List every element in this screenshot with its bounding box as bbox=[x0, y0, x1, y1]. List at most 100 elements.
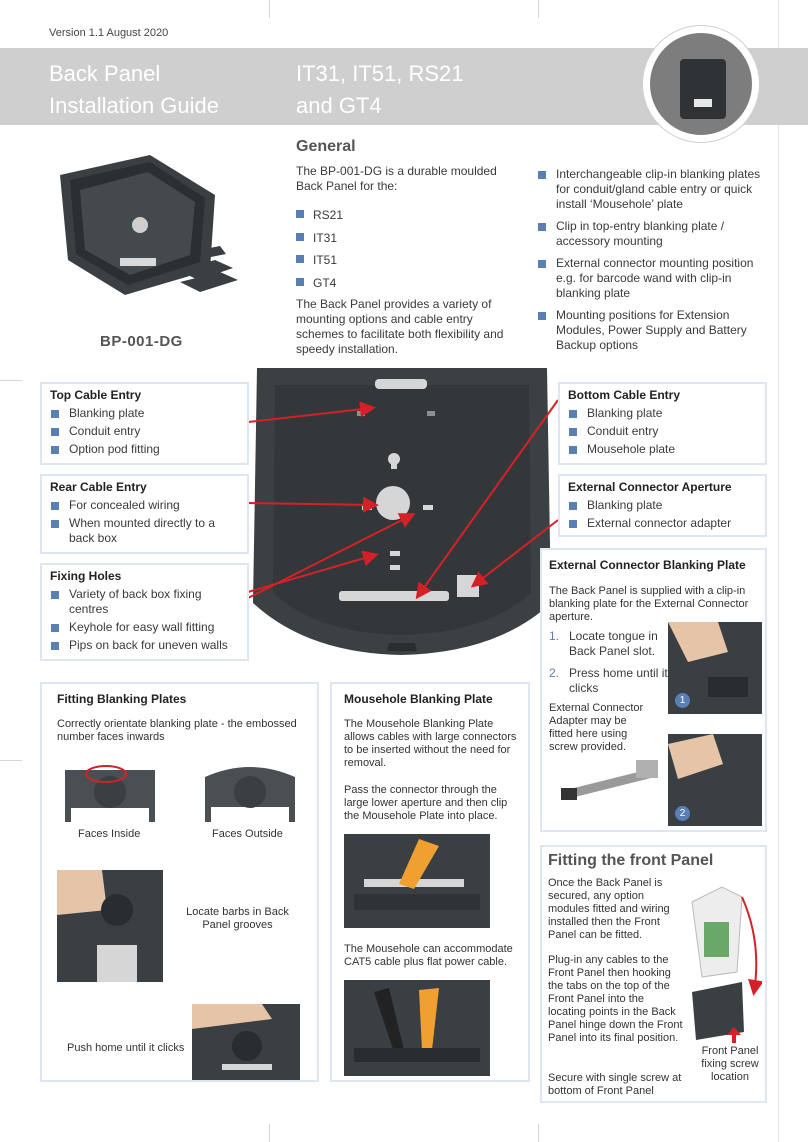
list-item: RS21 bbox=[296, 208, 343, 231]
model-label: GT4 bbox=[313, 275, 337, 290]
list-item: Variety of back box fixing centres bbox=[50, 587, 239, 617]
step-text: Press home until it clicks bbox=[569, 666, 668, 695]
faces-outside-label: Faces Outside bbox=[212, 828, 283, 840]
mousehole-para-3: The Mousehole can accommodate CAT5 cable… bbox=[344, 943, 513, 968]
external-connector-adapter-image bbox=[561, 760, 658, 800]
list-item: Mounting positions for Extension Modules… bbox=[537, 308, 765, 353]
list-item: GT4 bbox=[296, 276, 343, 299]
list-item: Mousehole plate bbox=[568, 442, 757, 457]
ext-adapter-note: External Connector Adapter may be fitted… bbox=[549, 702, 644, 753]
step-1: 1. Locate tongue in Back Panel slot. bbox=[549, 629, 669, 659]
step-number: 2. bbox=[549, 666, 560, 680]
front-panel-para-1: Once the Back Panel is secured, any opti… bbox=[548, 877, 670, 941]
feature-list: Interchangeable clip-in blanking plates … bbox=[537, 167, 765, 360]
badge-backpanel-shape bbox=[680, 59, 726, 119]
list-item: Pips on back for uneven walls bbox=[50, 638, 239, 653]
general-heading: General bbox=[296, 138, 356, 155]
bullet-icon bbox=[296, 255, 304, 263]
list-item: External connector adapter bbox=[568, 516, 757, 531]
step-2: 2. Press home until it clicks bbox=[549, 666, 669, 696]
box-title: External Connector Blanking Plate bbox=[549, 558, 746, 572]
mousehole-cable-image bbox=[344, 834, 490, 928]
doc-title: Back Panel Installation Guide bbox=[49, 58, 219, 122]
crop-mark bbox=[269, 0, 270, 18]
top-cable-entry-box: Top Cable Entry Blanking plate Conduit e… bbox=[40, 382, 249, 465]
list-item: Conduit entry bbox=[50, 424, 239, 439]
locate-barbs-image bbox=[57, 870, 163, 982]
list-item: Keyhole for easy wall fitting bbox=[50, 620, 239, 635]
list-item: For concealed wiring bbox=[50, 498, 239, 513]
screw-location-label: Front Panel fixing screw location bbox=[701, 1045, 759, 1083]
page-edge bbox=[778, 0, 779, 1142]
crop-mark bbox=[538, 1124, 539, 1142]
model-label: RS21 bbox=[313, 208, 344, 222]
list-item: External connector mounting position e.g… bbox=[537, 256, 765, 301]
push-home-image bbox=[192, 1004, 300, 1080]
bullet-icon bbox=[296, 210, 304, 218]
bullet-icon bbox=[296, 232, 304, 241]
external-connector-aperture-box: External Connector Aperture Blanking pla… bbox=[558, 474, 767, 537]
photo-number-badge: 2 bbox=[675, 806, 690, 821]
front-panel-para-3: Secure with single screw at bottom of Fr… bbox=[548, 1072, 682, 1097]
general-intro: The BP-001-DG is a durable moulded Back … bbox=[296, 164, 497, 193]
list-item: Option pod fitting bbox=[50, 442, 239, 457]
mousehole-para-1: The Mousehole Blanking Plate allows cabl… bbox=[344, 718, 517, 769]
mousehole-cat5-image bbox=[344, 980, 490, 1076]
screw-arrow-icon bbox=[727, 1027, 741, 1043]
box-title: Fitting the front Panel bbox=[548, 852, 714, 869]
fitting-front-panel-box: Fitting the front Panel Once the Back Pa… bbox=[540, 845, 767, 1103]
front-panel-para-2: Plug-in any cables to the Front Panel th… bbox=[548, 954, 683, 1044]
step-text: Locate tongue in Back Panel slot. bbox=[569, 629, 658, 658]
model-list: RS21 IT31 IT51 GT4 bbox=[296, 208, 343, 298]
ext-blanking-intro: The Back Panel is supplied with a clip-i… bbox=[549, 585, 749, 623]
plate-faces-inside-image bbox=[65, 765, 155, 822]
bullet-icon bbox=[296, 277, 304, 286]
list-item: Blanking plate bbox=[568, 498, 757, 513]
mousehole-blanking-plate-box: Mousehole Blanking Plate The Mousehole B… bbox=[330, 682, 530, 1082]
plate-faces-outside-image bbox=[205, 767, 295, 822]
fixing-holes-box: Fixing Holes Variety of back box fixing … bbox=[40, 563, 249, 661]
list-item: Clip in top-entry blanking plate / acces… bbox=[537, 219, 765, 249]
crop-mark bbox=[538, 0, 539, 18]
front-panel-hinge-image bbox=[691, 886, 762, 1040]
faces-inside-label: Faces Inside bbox=[78, 828, 141, 840]
list-item: Interchangeable clip-in blanking plates … bbox=[537, 167, 765, 212]
doc-title-line2: Installation Guide bbox=[49, 93, 219, 118]
fitting-intro: Correctly orientate blanking plate - the… bbox=[57, 718, 297, 743]
box-title: Mousehole Blanking Plate bbox=[344, 692, 493, 706]
doc-title-line1: Back Panel bbox=[49, 61, 161, 86]
crop-mark bbox=[0, 380, 22, 381]
mousehole-para-2: Pass the connector through the large low… bbox=[344, 784, 508, 822]
list-item: IT51 bbox=[296, 253, 343, 276]
general-outro: The Back Panel provides a variety of mou… bbox=[296, 297, 504, 356]
doc-models-line2: and GT4 bbox=[296, 93, 382, 118]
back-panel-image bbox=[253, 368, 551, 655]
box-title: Bottom Cable Entry bbox=[568, 388, 681, 402]
bottom-cable-entry-box: Bottom Cable Entry Blanking plate Condui… bbox=[558, 382, 767, 465]
list-item: IT31 bbox=[296, 231, 343, 254]
locate-barbs-label: Locate barbs in Back Panel grooves bbox=[186, 906, 289, 931]
product-image bbox=[60, 155, 238, 295]
crop-mark bbox=[0, 760, 22, 761]
badge-window bbox=[694, 99, 712, 107]
version-label: Version 1.1 August 2020 bbox=[49, 27, 169, 39]
list-item: When mounted directly to a back box bbox=[50, 516, 239, 546]
box-title: Fitting Blanking Plates bbox=[57, 692, 187, 706]
list-item: Conduit entry bbox=[568, 424, 757, 439]
box-title: Rear Cable Entry bbox=[50, 480, 147, 494]
model-label: IT31 bbox=[313, 230, 338, 245]
product-badge-image bbox=[643, 26, 759, 142]
push-home-label: Push home until it clicks bbox=[67, 1042, 185, 1054]
box-title: Top Cable Entry bbox=[50, 388, 142, 402]
box-title: Fixing Holes bbox=[50, 569, 122, 583]
product-name: BP-001-DG bbox=[100, 333, 183, 350]
crop-mark bbox=[269, 1124, 270, 1142]
ext-connector-blanking-box: External Connector Blanking Plate The Ba… bbox=[540, 548, 767, 832]
step-number: 1. bbox=[549, 629, 560, 643]
list-item: Blanking plate bbox=[568, 406, 757, 421]
doc-models-line1: IT31, IT51, RS21 bbox=[296, 61, 464, 86]
photo-number-badge: 1 bbox=[675, 693, 690, 708]
doc-models-title: IT31, IT51, RS21 and GT4 bbox=[296, 58, 464, 122]
model-label: IT51 bbox=[313, 253, 338, 267]
rear-cable-entry-box: Rear Cable Entry For concealed wiring Wh… bbox=[40, 474, 249, 554]
